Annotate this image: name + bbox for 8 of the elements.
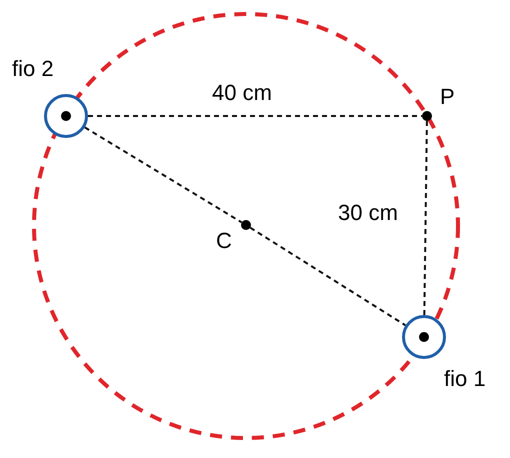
point-label: C — [216, 230, 232, 252]
point-label: fio 1 — [444, 368, 486, 390]
dashed-line — [250, 226, 406, 326]
dashed-line — [88, 115, 422, 117]
point-label: P — [440, 86, 455, 108]
point-label: fio 2 — [12, 58, 54, 80]
dashed-line — [423, 120, 428, 316]
dashed-line — [84, 126, 242, 224]
